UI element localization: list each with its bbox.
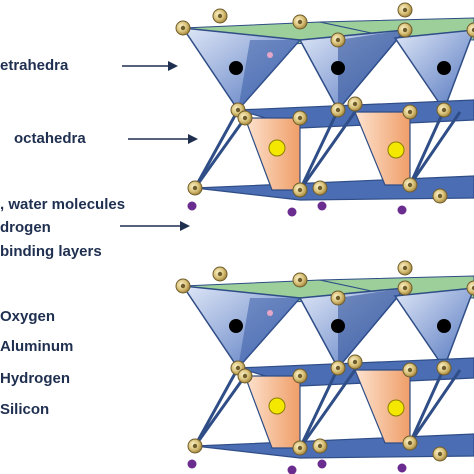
oxygen-atom-core <box>352 101 358 107</box>
tetrahedron-shade <box>338 30 405 110</box>
silicon-atom <box>229 319 243 333</box>
hydrogen-atom <box>317 459 327 469</box>
hydrogen-atom <box>287 207 297 217</box>
bond <box>408 111 462 186</box>
bond <box>193 117 247 189</box>
octahedra-band <box>194 433 474 459</box>
legend-oxygen: Oxygen <box>0 308 56 325</box>
oxygen-atom-core <box>317 185 323 191</box>
bond <box>193 367 240 447</box>
oxygen-atom-core <box>471 27 474 33</box>
oxygen-atom-core <box>437 451 443 457</box>
aluminum-atom <box>268 139 286 157</box>
silicon-atom <box>331 61 345 75</box>
oxygen-atom-core <box>335 107 341 113</box>
oxygen-atom-core <box>297 373 303 379</box>
oxygen-atom-core <box>217 13 223 19</box>
interlayer-label-line2: drogen <box>0 219 51 236</box>
oxygen-atom <box>466 22 474 38</box>
oxygen-atom-core <box>180 283 186 289</box>
oxygen-atom-core <box>335 37 341 43</box>
label-arrows <box>120 61 198 231</box>
octahedra-band <box>194 175 474 201</box>
hydrogen-inner-atom <box>267 52 273 58</box>
hydrogen-atom <box>287 465 297 474</box>
oxygen-atom-core <box>402 27 408 33</box>
octahedra-label: ​octahedra <box>0 130 86 148</box>
bond <box>193 375 247 447</box>
oxygen-atom-core <box>441 107 447 113</box>
oxygen-atom <box>466 280 474 296</box>
oxygen-atom-core <box>317 443 323 449</box>
aluminum-atom <box>387 399 405 417</box>
silicon-atom <box>437 61 451 75</box>
aluminum-atom <box>387 141 405 159</box>
oxygen-atom-core <box>407 440 413 446</box>
legend-silicon: Silicon <box>0 401 50 418</box>
tetrahedron <box>393 29 474 112</box>
oxygen-atom-core <box>407 367 413 373</box>
bond <box>408 109 446 186</box>
oxygen-atom-core <box>407 109 413 115</box>
oxygen-atom-core <box>441 365 447 371</box>
oxygen-atom-core <box>297 187 303 193</box>
oxygen-atom-core <box>402 285 408 291</box>
tetrahedron-shade <box>238 40 300 110</box>
aluminum-atom <box>268 397 286 415</box>
oxygen-atom-core <box>192 185 198 191</box>
hydrogen-atom <box>397 205 407 215</box>
interlayer-label-line1: , water molecules <box>0 196 126 213</box>
bond <box>298 111 357 191</box>
hydrogen-atom <box>317 201 327 211</box>
bond <box>408 367 446 444</box>
oxygen-atom-core <box>402 265 408 271</box>
tetrahedra-arrowhead <box>168 61 178 71</box>
silicon-atom <box>331 319 345 333</box>
oxygen-atom-core <box>217 271 223 277</box>
oxygen-atom-core <box>402 7 408 13</box>
clay-layers <box>175 2 474 474</box>
interlayer-label-line3: binding layers <box>0 243 102 260</box>
bond <box>408 369 462 444</box>
hydrogen-atom <box>397 463 407 473</box>
bond <box>298 109 340 191</box>
oxygen-atom-core <box>335 365 341 371</box>
tetrahedron-shade <box>238 298 300 368</box>
oxygen-atom-core <box>192 443 198 449</box>
clay-layer-2 <box>175 260 474 474</box>
hydrogen-atom <box>187 201 197 211</box>
tetrahedron <box>393 287 474 370</box>
oxygen-atom-core <box>235 107 241 113</box>
oxygen-atom-core <box>297 445 303 451</box>
oxygen-atom-core <box>180 25 186 31</box>
octahedra-label-text: octahedra <box>14 130 86 147</box>
octahedra-arrowhead <box>188 134 198 144</box>
interlayer-arrowhead <box>180 221 190 231</box>
bond <box>298 367 340 449</box>
bond <box>193 109 240 189</box>
tetrahedra-label: etrahedra <box>0 57 69 74</box>
clay-layer-1 <box>175 2 474 217</box>
oxygen-atom-core <box>352 359 358 365</box>
bond <box>298 369 357 449</box>
silicon-atom <box>437 319 451 333</box>
oxygen-atom-core <box>407 182 413 188</box>
legend-hydrogen: Hydrogen <box>0 370 71 387</box>
oxygen-atom-core <box>437 193 443 199</box>
oxygen-atom-core <box>242 115 248 121</box>
hydrogen-atom <box>187 459 197 469</box>
oxygen-atom-core <box>335 295 341 301</box>
oxygen-atom-core <box>297 19 303 25</box>
legend-aluminum: Aluminum <box>0 338 74 355</box>
tetrahedron-shade <box>338 288 405 368</box>
oxygen-atom-core <box>471 285 474 291</box>
oxygen-atom-core <box>297 115 303 121</box>
hydrogen-inner-atom <box>267 310 273 316</box>
oxygen-atom-core <box>297 277 303 283</box>
oxygen-atom-core <box>235 365 241 371</box>
oxygen-atom-core <box>242 373 248 379</box>
silicon-atom <box>229 61 243 75</box>
